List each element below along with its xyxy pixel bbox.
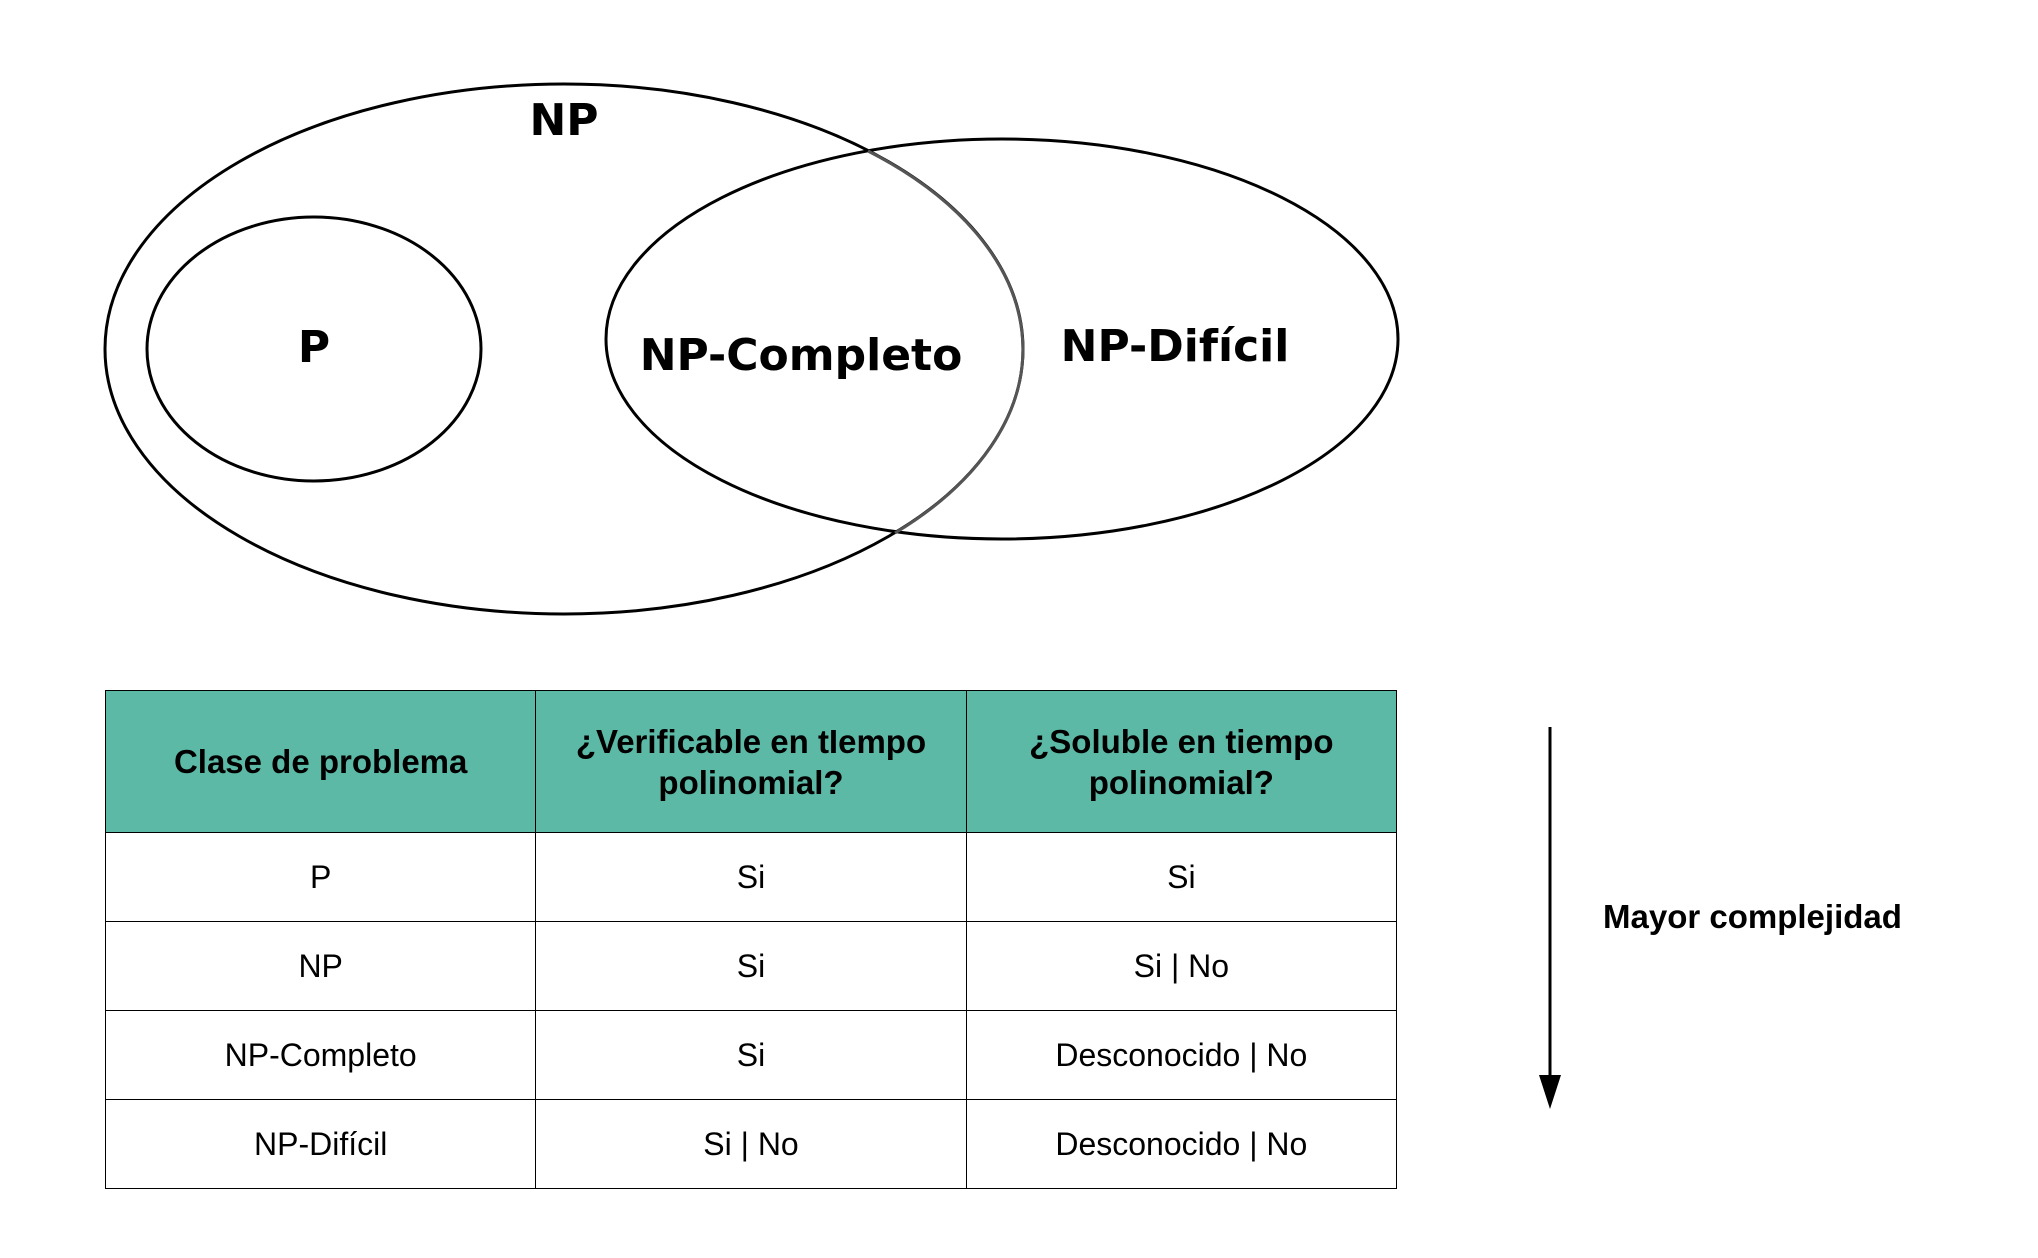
np-hard-set-label: NP-Difícil bbox=[1061, 321, 1290, 372]
complexity-arrow-label: Mayor complejidad bbox=[1603, 898, 1902, 935]
table-row: P Si Si bbox=[104, 832, 1398, 922]
complexity-class-table: Clase de problema ¿Verificable en tIempo… bbox=[104, 690, 1398, 1189]
venn-diagram: NP P NP-Completo NP-Difícil bbox=[103, 82, 1400, 616]
table-row: NP-Difícil Si | No Desconocido | No bbox=[104, 1099, 1398, 1189]
header-verifiable-polynomial: ¿Verificable en tIempo polinomial? bbox=[535, 690, 967, 833]
table-cell-class: NP bbox=[104, 921, 537, 1011]
header-solvable-polynomial: ¿Soluble en tiempo polinomial? bbox=[965, 690, 1398, 833]
table-cell-class: P bbox=[104, 832, 537, 922]
header-problem-class: Clase de problema bbox=[104, 690, 537, 833]
table-cell-class: NP-Difícil bbox=[104, 1099, 537, 1189]
table-cell-solvable: Desconocido | No bbox=[965, 1010, 1398, 1100]
table-cell-verifiable: Si bbox=[535, 832, 967, 922]
table-cell-verifiable: Si | No bbox=[535, 1099, 967, 1189]
table-cell-solvable: Si bbox=[965, 832, 1398, 922]
np-complete-set-label: NP-Completo bbox=[640, 330, 963, 381]
table-cell-solvable: Desconocido | No bbox=[965, 1099, 1398, 1189]
table-cell-class: NP-Completo bbox=[104, 1010, 537, 1100]
arrow-down-icon bbox=[1539, 1075, 1561, 1109]
complexity-arrow bbox=[1539, 727, 1561, 1109]
table-cell-verifiable: Si bbox=[535, 921, 967, 1011]
np-hard-set-ellipse bbox=[604, 137, 1400, 541]
table-cell-verifiable: Si bbox=[535, 1010, 967, 1100]
table-header-row: Clase de problema ¿Verificable en tIempo… bbox=[104, 690, 1398, 833]
table-row: NP Si Si | No bbox=[104, 921, 1398, 1011]
np-boundary-overlap-arc bbox=[867, 149, 1025, 535]
table-cell-solvable: Si | No bbox=[965, 921, 1398, 1011]
p-set-label: P bbox=[298, 322, 330, 373]
p-set-ellipse bbox=[145, 215, 483, 483]
np-set-label: NP bbox=[529, 95, 598, 146]
table-row: NP-Completo Si Desconocido | No bbox=[104, 1010, 1398, 1100]
